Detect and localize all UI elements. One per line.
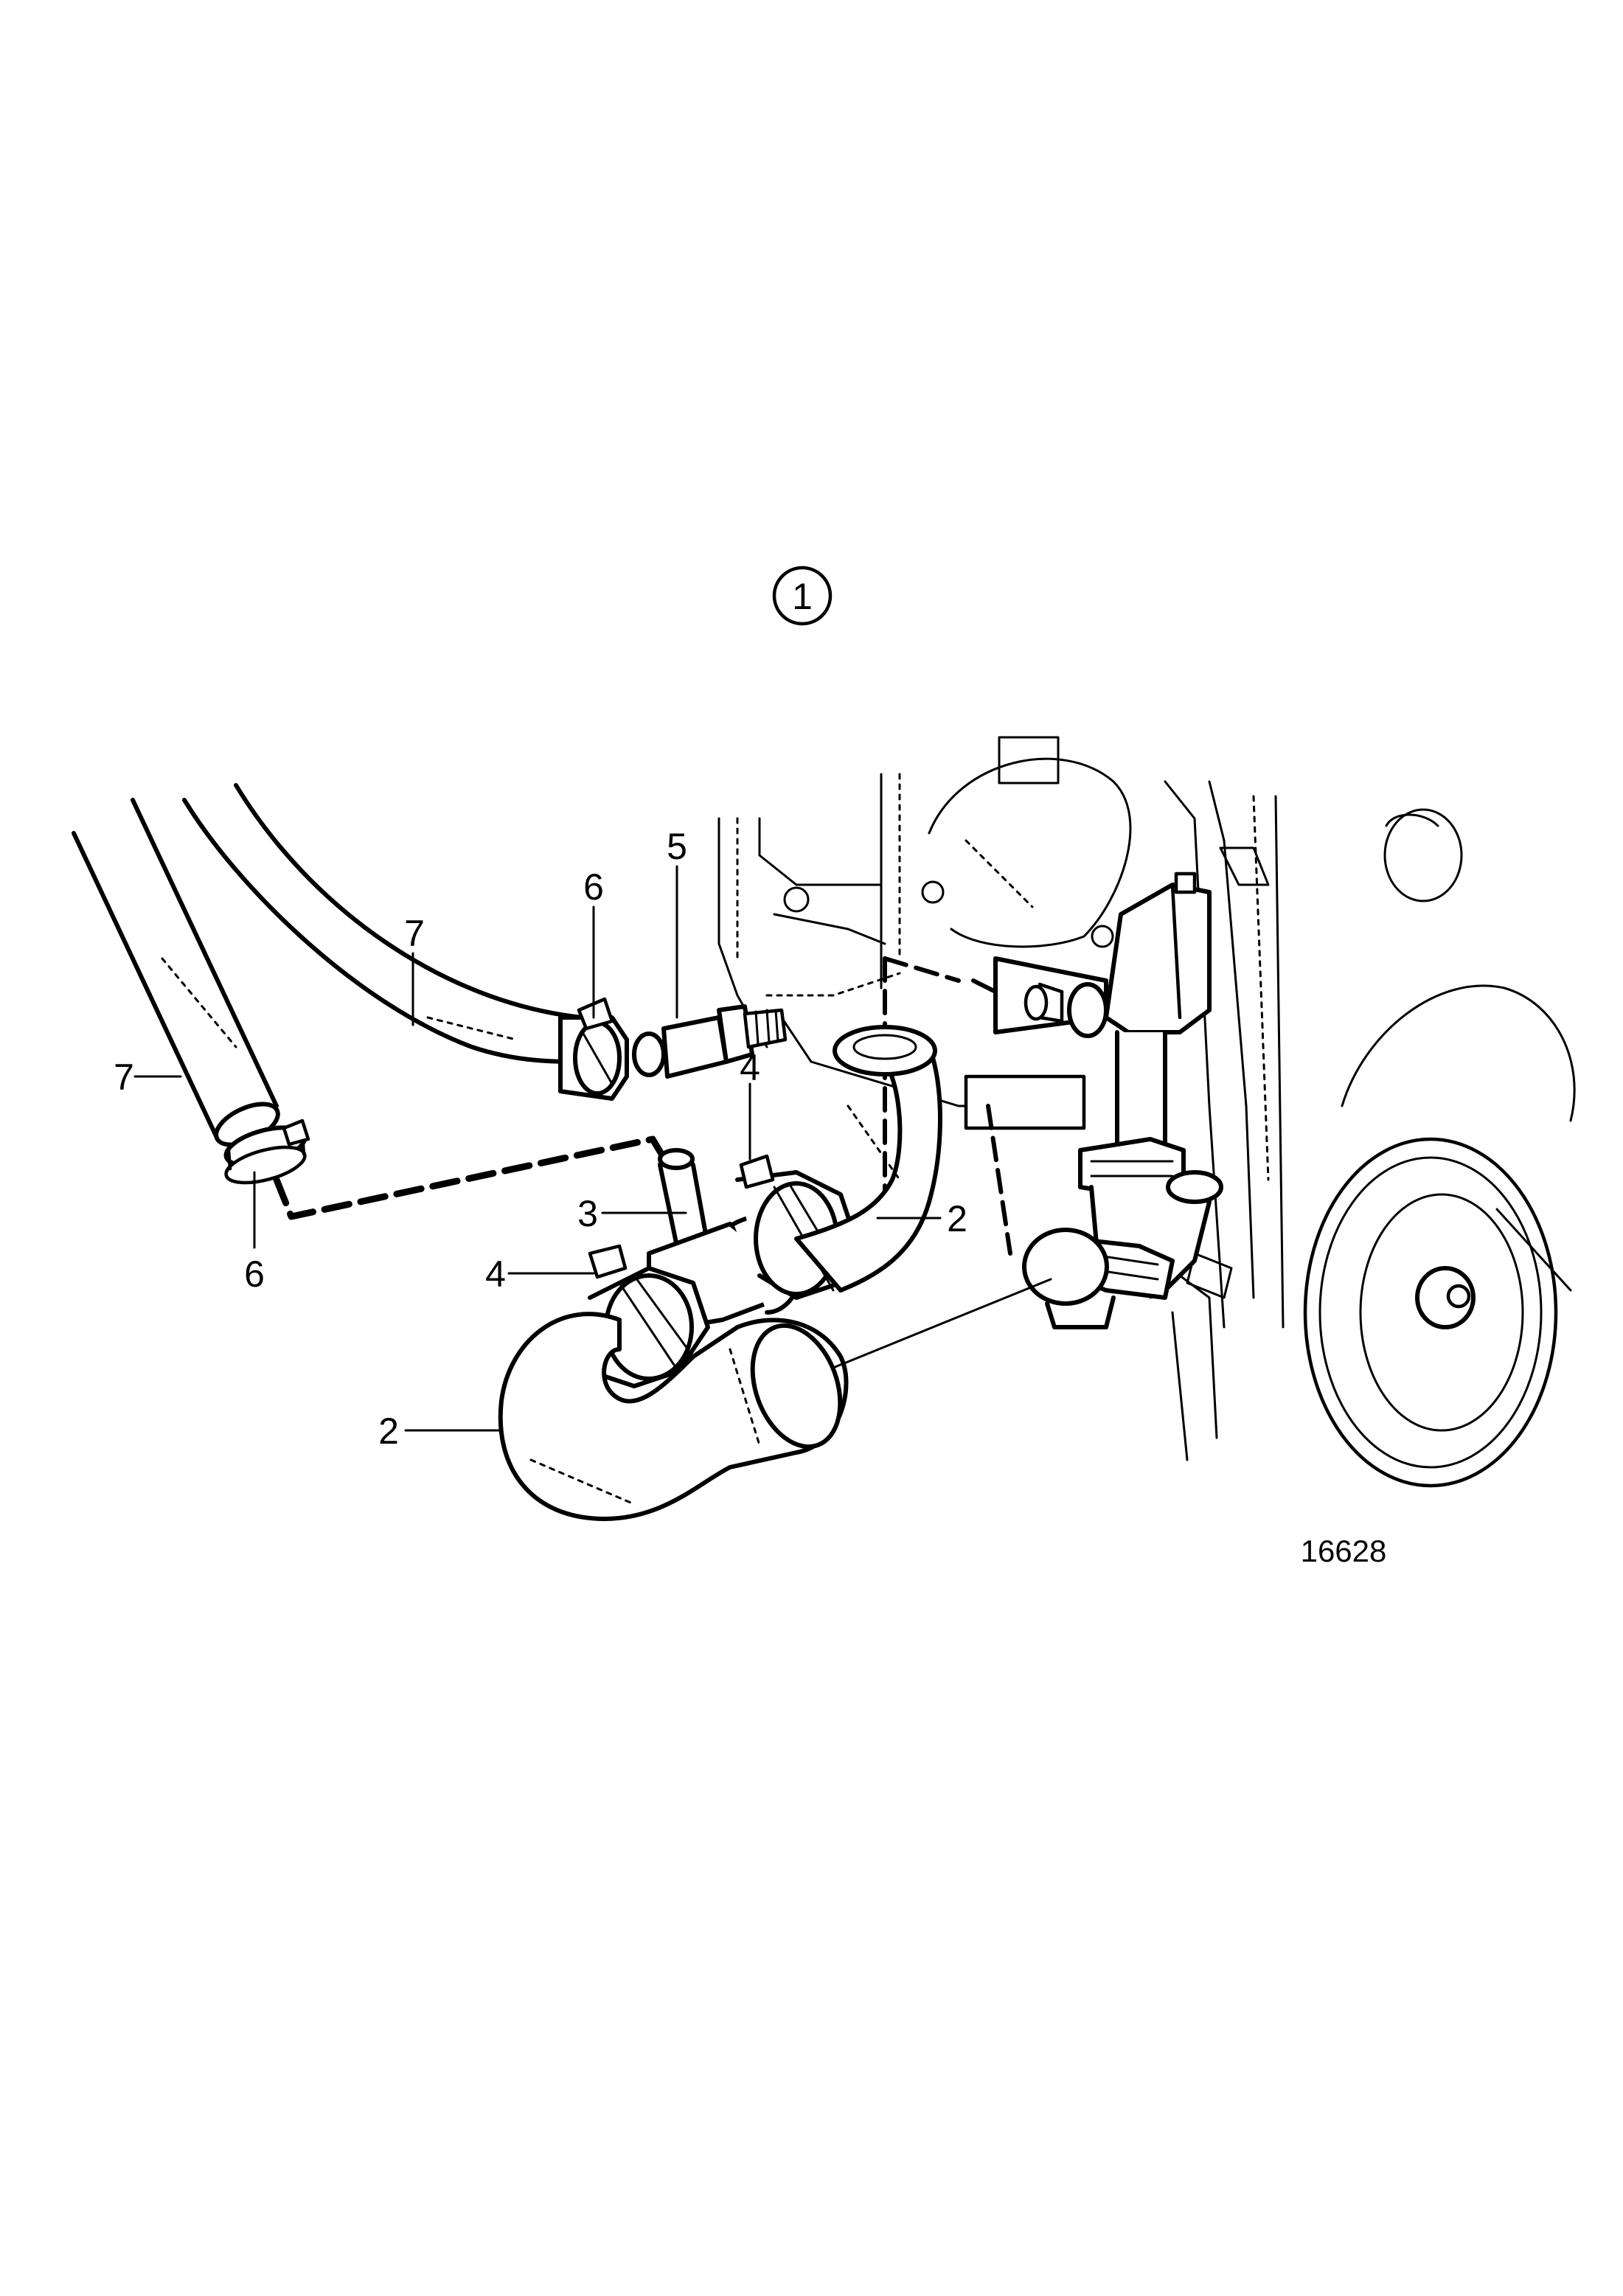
pump-housing — [883, 872, 1223, 1329]
hose-clamp-6-top — [558, 997, 629, 1101]
callout-7-left: 7 — [114, 1057, 134, 1098]
hose-clamp-6-left — [223, 1119, 310, 1185]
hose-elbow-2-upper — [794, 1025, 942, 1293]
callout-4-top: 4 — [740, 1047, 760, 1088]
hose-route-dashed — [273, 1135, 667, 1220]
callout-2-bottom: 2 — [378, 1410, 399, 1452]
leader-lines — [133, 865, 942, 1432]
view-number-badge: 1 — [772, 566, 833, 626]
callout-6-top: 6 — [583, 866, 604, 908]
hose-7-top — [182, 783, 585, 1064]
callout-5: 5 — [667, 826, 687, 867]
assembly-leader-line — [832, 1278, 1052, 1369]
callout-7-top: 7 — [404, 913, 425, 954]
figure-reference-number: 16628 — [1301, 1534, 1387, 1568]
hose-elbow-2-lower — [498, 1312, 849, 1521]
callout-2-right: 2 — [947, 1198, 967, 1239]
hose-clamp-4-bottom — [588, 1244, 710, 1388]
engine-block-outline — [717, 736, 1285, 1461]
hose-nipple-5 — [632, 1004, 788, 1079]
callout-6-left: 6 — [244, 1253, 265, 1295]
view-number: 1 — [792, 576, 813, 617]
hose-7-left — [72, 798, 280, 1147]
callout-3: 3 — [577, 1193, 598, 1234]
callout-4-bottom: 4 — [485, 1253, 506, 1295]
crankshaft-pulley — [1303, 808, 1576, 1488]
